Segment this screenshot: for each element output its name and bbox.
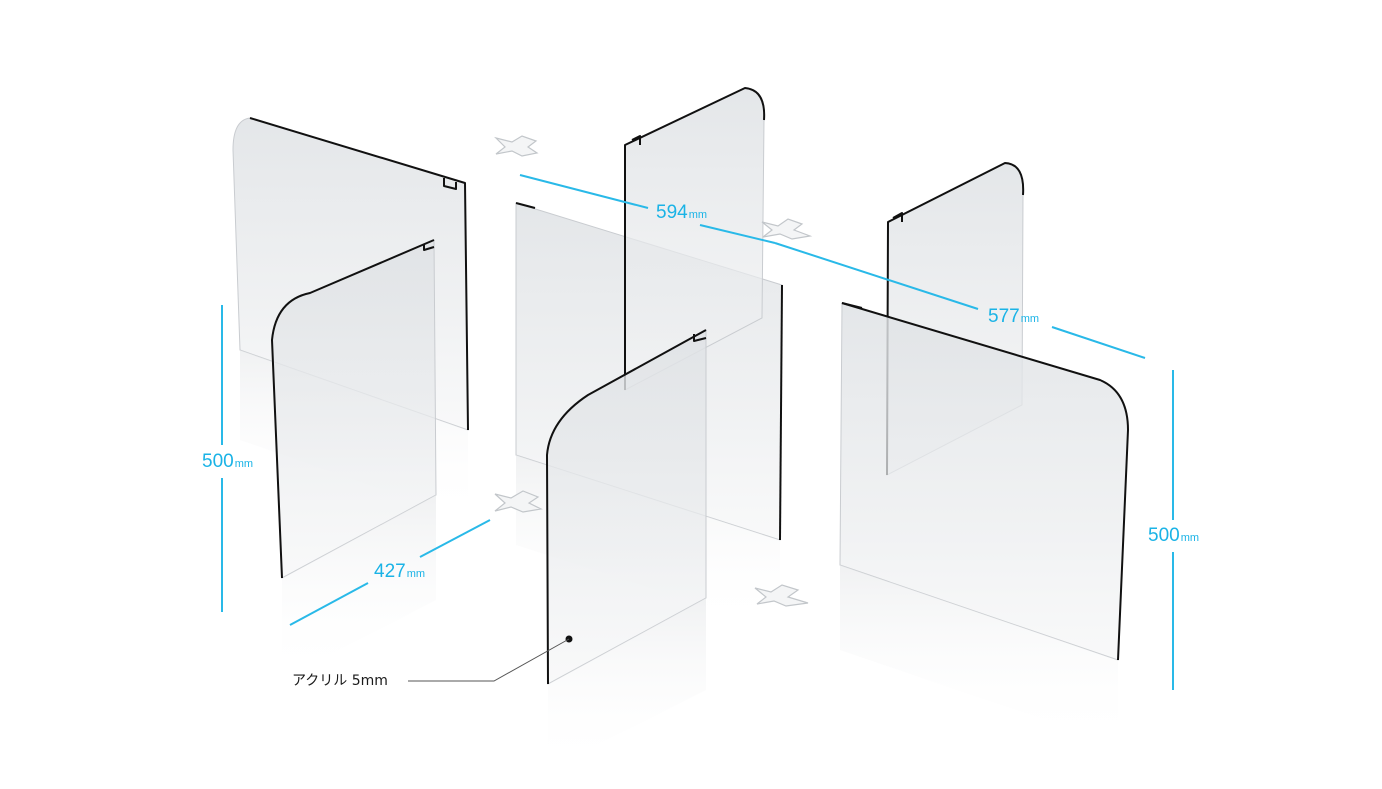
dimension-label-depth-left: 427mm	[374, 561, 425, 582]
cross-foot-2	[761, 218, 813, 240]
dimension-line-427	[289, 519, 491, 626]
callout-label: アクリル 5mm	[292, 673, 388, 689]
middle-front-panel	[546, 329, 707, 770]
dimension-label-height-right: 500mm	[1148, 525, 1199, 546]
dimension-line-594	[519, 174, 776, 244]
cross-foot-4	[754, 584, 809, 607]
callout-leader	[408, 638, 570, 682]
dimension-label-height-left: 500mm	[202, 451, 253, 472]
dimension-line-577	[774, 242, 1146, 359]
middle-upright-panel	[624, 87, 766, 391]
dimension-label-width-right: 577mm	[988, 306, 1039, 327]
material-callout: アクリル 5mm	[292, 635, 573, 689]
right-front-panel	[839, 302, 1129, 745]
dimension-label-width-front: 594mm	[656, 202, 707, 223]
cross-foot-1	[494, 135, 539, 157]
left-front-panel	[271, 239, 437, 680]
cross-foot-3	[494, 490, 543, 513]
